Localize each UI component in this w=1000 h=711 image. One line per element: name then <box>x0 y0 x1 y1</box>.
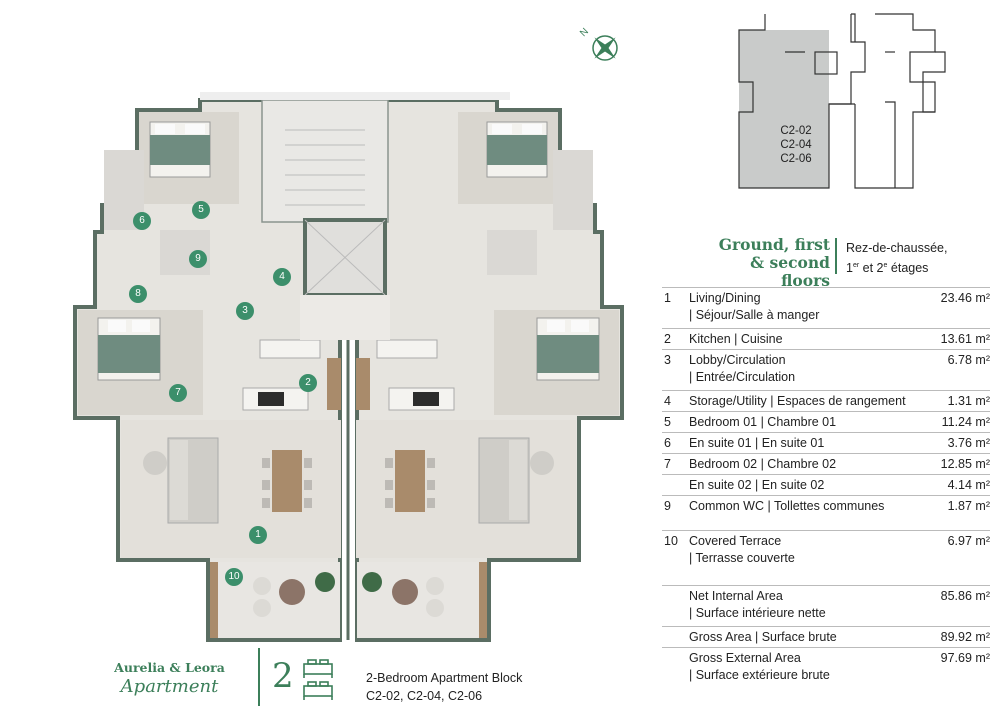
schedule-gap <box>662 516 990 530</box>
heading-divider <box>835 238 837 274</box>
compass-label: N <box>578 26 591 39</box>
footer-divider <box>258 648 260 706</box>
block-title: 2-Bedroom Apartment Block <box>366 671 523 685</box>
floor-heading-line2: & second floors <box>750 253 830 290</box>
room-marker-4: 4 <box>273 268 291 286</box>
right-unit <box>355 98 624 642</box>
key-plan-unit: C2-02 <box>780 125 812 137</box>
room-marker-5: 5 <box>192 201 210 219</box>
floor-heading-line1: Ground, first <box>718 235 830 254</box>
compass-icon <box>592 35 618 61</box>
left-dining-table <box>272 450 302 512</box>
room-marker-1: 1 <box>249 526 267 544</box>
room-marker-7: 7 <box>169 384 187 402</box>
schedule-row-sub: | Séjour/Salle à manger <box>689 308 820 322</box>
stair-core <box>261 99 389 223</box>
room-marker-8: 8 <box>129 285 147 303</box>
floor-heading-fr-line1: Rez-de-chaussée, <box>846 241 948 255</box>
left-side-table <box>143 451 167 475</box>
room-marker-10: 10 <box>225 568 243 586</box>
left-unit <box>73 98 342 642</box>
floor-heading-fr: Rez-de-chaussée, 1er et 2e étages <box>846 240 996 277</box>
floor-plan: N <box>73 26 624 642</box>
bed-icon <box>303 659 333 700</box>
left-terrace-chair <box>253 577 271 595</box>
bedroom-count: 2 <box>272 656 294 696</box>
room-marker-3: 3 <box>236 302 254 320</box>
room-marker-2: 2 <box>299 374 317 392</box>
block-description: 2-Bedroom Apartment Block C2-02, C2-04, … <box>366 669 522 705</box>
brand-subtitle: Apartment <box>120 676 219 697</box>
schedule-row-sub: | Surface intérieure nette <box>689 606 826 620</box>
schedule-gap <box>662 571 990 585</box>
schedule-row-sub: | Terrasse couverte <box>689 551 795 565</box>
left-kitchen-counter <box>259 339 321 359</box>
floor-heading: Ground, first & second floors <box>700 236 830 290</box>
key-plan-unit: C2-04 <box>780 139 812 151</box>
brand-logo: Aurelia & Leora Apartment <box>102 660 237 697</box>
brand-name: Aurelia & Leora <box>114 660 225 675</box>
key-plan-highlight <box>739 30 829 188</box>
key-plan-unit: C2-06 <box>780 153 812 165</box>
key-plan <box>738 13 946 189</box>
schedule-row-sub: | Surface extérieure brute <box>689 668 830 682</box>
schedule-row-sub: | Entrée/Circulation <box>689 370 796 384</box>
corridor <box>300 295 390 340</box>
room-marker-9: 9 <box>189 250 207 268</box>
room-marker-6: 6 <box>133 212 151 230</box>
key-plan-units: C2-02 C2-04 C2-06 <box>770 124 822 166</box>
block-units: C2-02, C2-04, C2-06 <box>366 689 483 703</box>
floor-heading-fr-line2: 1er et 2e étages <box>846 261 929 276</box>
